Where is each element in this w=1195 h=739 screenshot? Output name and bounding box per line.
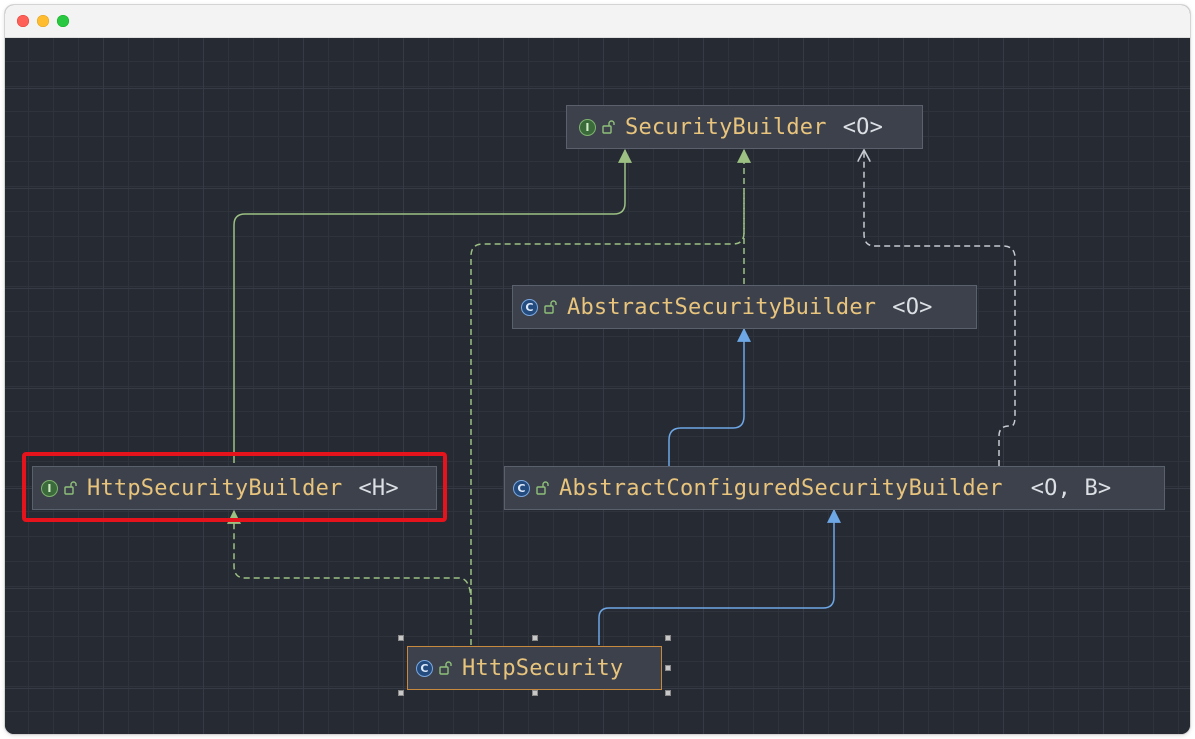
unlocked-padlock-icon xyxy=(64,481,77,495)
edge-abstractconfigured-to-securitybuilder[interactable] xyxy=(864,150,1016,466)
class-icon: C xyxy=(513,479,530,497)
type-parameter: <O, B> xyxy=(1030,475,1112,501)
unlocked-padlock-icon xyxy=(544,300,557,314)
edge-abstractconfigured-to-abstractsecuritybuilder[interactable] xyxy=(668,327,751,466)
class-name: AbstractConfiguredSecurityBuilder xyxy=(559,475,1003,501)
node-security-builder[interactable]: I SecurityBuilder <O> xyxy=(566,105,923,149)
edge-httpsecurity-to-securitybuilder[interactable] xyxy=(470,188,745,645)
minimize-window-icon[interactable] xyxy=(37,15,49,27)
type-parameter: <O> xyxy=(842,114,884,140)
resize-handle-bottom[interactable] xyxy=(532,690,538,696)
resize-handle-right[interactable] xyxy=(665,665,671,671)
interface-icon: I xyxy=(41,479,58,497)
edge-httpsecurity-to-httpsecuritybuilder[interactable] xyxy=(227,509,472,604)
class-name: AbstractSecurityBuilder xyxy=(567,294,877,320)
edge-httpsecuritybuilder-to-securitybuilder[interactable] xyxy=(233,148,632,463)
title-bar xyxy=(5,5,1190,38)
unlocked-padlock-icon xyxy=(536,481,549,495)
unlocked-padlock-icon xyxy=(602,120,615,134)
class-icon: C xyxy=(521,298,538,316)
resize-handle-top-left[interactable] xyxy=(398,635,404,641)
resize-handle-top-right[interactable] xyxy=(665,635,671,641)
resize-handle-bottom-left[interactable] xyxy=(398,690,404,696)
resize-handle-top[interactable] xyxy=(532,635,538,641)
class-name: SecurityBuilder xyxy=(625,114,827,140)
node-abstract-security-builder[interactable]: C AbstractSecurityBuilder <O> xyxy=(512,285,977,329)
edge-httpsecurity-to-abstractconfigured[interactable] xyxy=(598,508,841,645)
close-window-icon[interactable] xyxy=(17,15,29,27)
interface-icon: I xyxy=(579,118,596,136)
maximize-window-icon[interactable] xyxy=(57,15,69,27)
unlocked-padlock-icon xyxy=(439,661,452,675)
type-parameter: <O> xyxy=(892,294,933,320)
class-name: HttpSecurity xyxy=(462,655,624,681)
canvas-grid xyxy=(5,38,1190,734)
highlight-box xyxy=(22,452,447,522)
node-abstract-configured-security-builder[interactable]: C AbstractConfiguredSecurityBuilder <O, … xyxy=(504,466,1165,510)
diagram-canvas[interactable]: I SecurityBuilder <O> C AbstractSecurity… xyxy=(5,38,1190,734)
resize-handle-bottom-right[interactable] xyxy=(665,690,671,696)
type-parameter: <H> xyxy=(358,475,399,501)
class-name: HttpSecurityBuilder xyxy=(87,475,343,501)
edge-layer xyxy=(227,148,1016,645)
class-icon: C xyxy=(416,659,433,677)
node-http-security-builder[interactable]: I HttpSecurityBuilder <H> xyxy=(32,466,437,510)
diagram-window: I SecurityBuilder <O> C AbstractSecurity… xyxy=(5,5,1190,734)
node-http-security[interactable]: C HttpSecurity xyxy=(407,646,662,690)
